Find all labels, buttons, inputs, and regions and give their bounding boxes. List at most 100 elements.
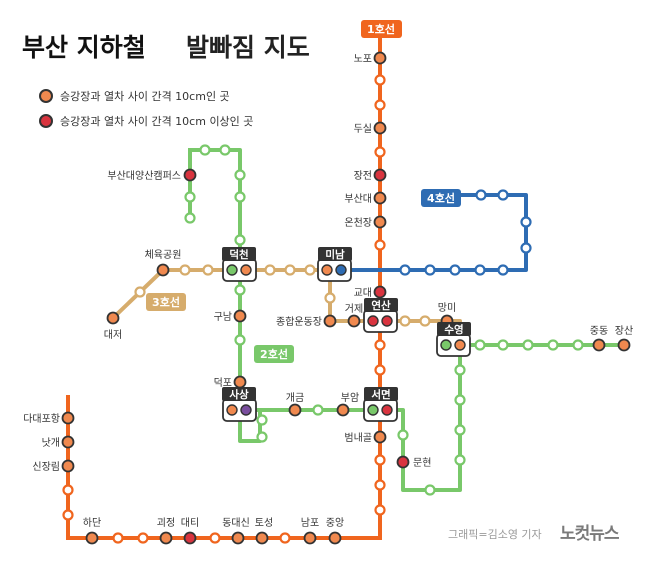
line4-badge-label: 4호선 <box>427 191 455 205</box>
graphic-credit: 그래픽=김소영 기자 <box>448 528 542 541</box>
line1-track <box>66 38 382 540</box>
label-goejeong: 괴정 <box>157 517 175 529</box>
label-dusil: 두실 <box>354 123 372 135</box>
transfer-suyeong-line3-dot <box>454 339 466 351</box>
station-sinjangnim-marker <box>61 459 75 473</box>
legend-normal-text: 승강장과 열차 사이 간격 10cm인 곳 <box>60 90 230 103</box>
station-geoje-marker <box>347 314 361 328</box>
station-goejeong-marker <box>159 531 173 545</box>
line4-plain-stops <box>399 189 532 276</box>
station-nampo-marker <box>303 531 317 545</box>
label-sports-complex: 종합운동장 <box>276 316 322 328</box>
label-buam: 부암 <box>341 392 359 404</box>
legend-wide-text: 승강장과 열차 사이 간격 10cm 이상인 곳 <box>60 115 253 128</box>
label-busan-univ: 부산대 <box>344 193 372 205</box>
label-beomnaegol: 범내골 <box>344 432 372 444</box>
line3-badge <box>146 293 186 311</box>
label-nopo: 노포 <box>354 53 372 65</box>
transfer-yeonsan-label: 연산 <box>371 299 391 312</box>
transfer-minam-label-bg <box>318 247 352 261</box>
label-dongdaesin: 동대신 <box>222 517 250 529</box>
station-gyodae-marker <box>373 285 387 299</box>
line1-badge-label: 1호선 <box>367 22 395 36</box>
transfer-sasang-dot-1 <box>226 404 238 416</box>
label-toseong: 토성 <box>255 517 273 529</box>
transfer-seomyeon-label: 서면 <box>371 388 390 401</box>
line2-plain-stops <box>184 144 584 496</box>
transfer-deokcheon-line3-dot <box>240 264 252 276</box>
line3-badge-label: 3호선 <box>152 295 180 309</box>
label-jangjeon: 장전 <box>354 170 372 182</box>
label-gaegeum: 개금 <box>286 392 304 404</box>
station-toseong-marker <box>255 531 269 545</box>
line2-branch-track <box>188 148 240 175</box>
label-munhyeon: 문현 <box>413 457 431 469</box>
label-geoje: 거제 <box>345 303 363 315</box>
legend-wide-marker <box>39 114 53 128</box>
transfer-seomyeon-label-bg <box>364 387 398 401</box>
station-dongdaesin-marker <box>231 531 245 545</box>
station-pnu-yangsan-marker <box>183 168 197 182</box>
title-part1: 부산 지하철 <box>22 33 146 62</box>
station-dusil-marker <box>373 121 387 135</box>
transfer-sasang-label-bg <box>222 387 256 401</box>
station-buam-marker <box>336 403 350 417</box>
transfer-yeonsan-line1-dot <box>367 315 379 327</box>
label-sinjangnim: 신장림 <box>32 461 60 473</box>
label-jungdong: 중동 <box>590 325 608 337</box>
transfer-deokcheon-label: 덕천 <box>229 248 248 261</box>
station-natgae-marker <box>61 435 75 449</box>
nocut-news-logo: 노컷뉴스 <box>560 524 620 544</box>
station-daeti-marker <box>183 531 197 545</box>
transfer-minam-line4-dot <box>335 264 347 276</box>
transfer-suyeong-line2-dot <box>440 339 452 351</box>
label-dadaepo: 다대포항 <box>23 413 60 425</box>
station-labels: 노포 두실 장전 부산대 온천장 교대 범내골 부산대양산캠퍼스 구남 덕포 개… <box>23 53 633 529</box>
title-part2: 발빠짐 지도 <box>186 33 310 62</box>
station-nopo-marker <box>373 51 387 65</box>
label-daejeo: 대저 <box>104 329 122 341</box>
transfer-yeonsan-label-bg <box>364 298 398 312</box>
transfer-minam-label: 미남 <box>325 248 345 261</box>
label-daeti: 대티 <box>181 517 199 529</box>
label-sports-park: 체육공원 <box>145 249 182 261</box>
transfer-deokcheon-label-bg <box>222 247 256 261</box>
transfer-suyeong-label-bg <box>437 322 471 336</box>
label-jungang: 중앙 <box>326 517 344 529</box>
line1-badge <box>361 20 402 38</box>
label-pnu-yangsan: 부산대양산캠퍼스 <box>107 170 181 182</box>
label-mangmi: 망미 <box>438 302 456 314</box>
station-oncheonjang-marker <box>373 215 387 229</box>
transfer-minam-line3-dot <box>321 264 333 276</box>
station-jungdong-marker <box>592 338 606 352</box>
label-oncheonjang: 온천장 <box>344 217 372 229</box>
transfer-suyeong-label: 수영 <box>444 323 463 336</box>
label-gunam: 구남 <box>214 311 232 323</box>
station-deokpo-marker <box>233 375 247 389</box>
transfer-seomyeon-line1-dot <box>381 404 393 416</box>
station-hadan-marker <box>85 531 99 545</box>
station-gaegeum-marker <box>288 403 302 417</box>
station-munhyeon-marker <box>396 455 410 469</box>
line2-badge-label: 2호선 <box>260 347 288 361</box>
station-jangsan-marker <box>617 338 631 352</box>
line3-plain-stops <box>134 264 431 327</box>
highlighted-stations <box>61 51 631 545</box>
transfer-seomyeon-line2-dot <box>367 404 379 416</box>
transfer-sasang-label: 사상 <box>229 388 249 401</box>
station-jangjeon-marker <box>373 168 387 182</box>
line4-badge <box>421 189 461 207</box>
station-daejeo-marker <box>106 311 120 325</box>
station-beomnaegol-marker <box>373 430 387 444</box>
transfer-deokcheon-line2-dot <box>226 264 238 276</box>
line2-badge <box>254 345 294 363</box>
label-natgae: 낫개 <box>42 437 60 449</box>
label-deokpo: 덕포 <box>214 377 232 389</box>
line1-plain-stops <box>62 74 386 544</box>
station-sports-complex-marker <box>323 314 337 328</box>
station-sports-park-marker <box>156 263 170 277</box>
station-jungang-marker <box>328 531 342 545</box>
label-nampo: 남포 <box>301 517 319 529</box>
